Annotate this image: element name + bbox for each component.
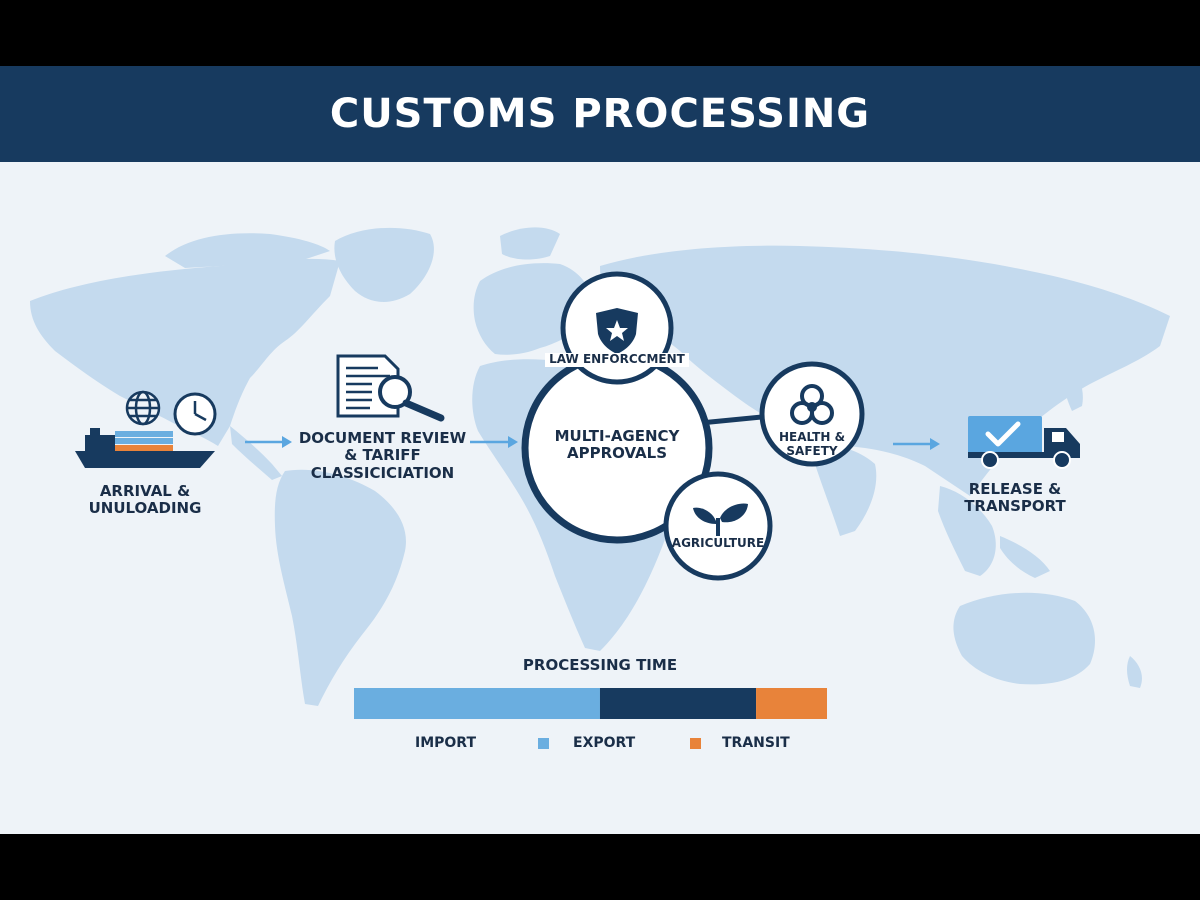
- arrow-1: [245, 436, 292, 448]
- health-safety-label: HEALTH & SAFETY: [770, 430, 854, 459]
- health-safety-label-line1: HEALTH &: [778, 430, 846, 444]
- truck-icon: [968, 416, 1080, 469]
- bar-segment-export: [599, 688, 757, 719]
- document-label-line2: & TARIFF: [344, 446, 421, 465]
- legend-swatch-transit: [690, 738, 701, 749]
- document-label: DOCUMENT REVIEW & TARIFF CLASSICICIATION: [290, 429, 475, 482]
- header: CUSTOMS PROCESSING: [0, 66, 1200, 162]
- arrival-label: ARRIVAL & UNULOADING: [80, 482, 210, 518]
- approvals-label-line2: APPROVALS: [566, 444, 668, 463]
- leaf-icon: [693, 503, 748, 536]
- legend-swatch-import: [538, 738, 549, 749]
- chart-title: PROCESSING TIME: [450, 656, 750, 674]
- law-enforcement-label: LAW ENFORCCMENT: [545, 352, 689, 367]
- process-diagram: [30, 227, 1170, 719]
- health-safety-label-line2: SAFETY: [786, 443, 838, 458]
- legend-label-import: IMPORT: [415, 735, 477, 751]
- page-title: CUSTOMS PROCESSING: [329, 91, 871, 137]
- infographic-panel: CUSTOMS PROCESSING ARRIVAL & UNULOADING …: [0, 66, 1200, 834]
- biohazard-icon: [790, 384, 834, 425]
- globe-icon: [125, 390, 161, 426]
- legend-label-transit: TRANSIT: [722, 735, 790, 751]
- flow-arrows: [245, 436, 940, 450]
- agriculture-node: [663, 471, 773, 581]
- release-label: RELEASE & TRANSPORT: [950, 480, 1080, 516]
- legend-label-export: EXPORT: [573, 735, 636, 751]
- legend-item-export: EXPORT: [573, 735, 658, 751]
- law-enforcement-label-text: LAW ENFORCCMENT: [549, 352, 685, 366]
- processing-time-bar: [354, 688, 827, 719]
- legend-item-transit: TRANSIT: [722, 735, 807, 751]
- health-safety-node: [759, 361, 865, 467]
- document-label-line3: CLASSICICIATION: [310, 463, 455, 482]
- check-icon: [985, 421, 1021, 447]
- bar-segment-import: [354, 688, 600, 719]
- shield-icon: [596, 308, 638, 354]
- legend-item-import: IMPORT: [415, 735, 500, 751]
- document-label-line1: DOCUMENT REVIEW: [298, 429, 467, 447]
- chart-title-text: PROCESSING TIME: [522, 656, 678, 674]
- arrow-2: [470, 436, 518, 448]
- release-label-line2: TRANSPORT: [964, 497, 1066, 516]
- agriculture-label: AGRICULTURE: [668, 536, 768, 551]
- clock-icon: [173, 392, 217, 436]
- ship-icon: [75, 428, 215, 468]
- magnifier-icon: [378, 375, 445, 422]
- arrival-label-line1: ARRIVAL &: [99, 482, 191, 500]
- bar-segment-transit: [756, 688, 827, 719]
- approvals-label-line1: MULTI-AGENCY: [554, 427, 680, 445]
- agriculture-label-text: AGRICULTURE: [671, 536, 765, 550]
- arrival-label-line2: UNULOADING: [88, 499, 202, 518]
- approvals-label: MULTI-AGENCY APPROVALS: [537, 427, 697, 463]
- arrow-3: [893, 438, 940, 450]
- release-label-line1: RELEASE &: [968, 480, 1062, 498]
